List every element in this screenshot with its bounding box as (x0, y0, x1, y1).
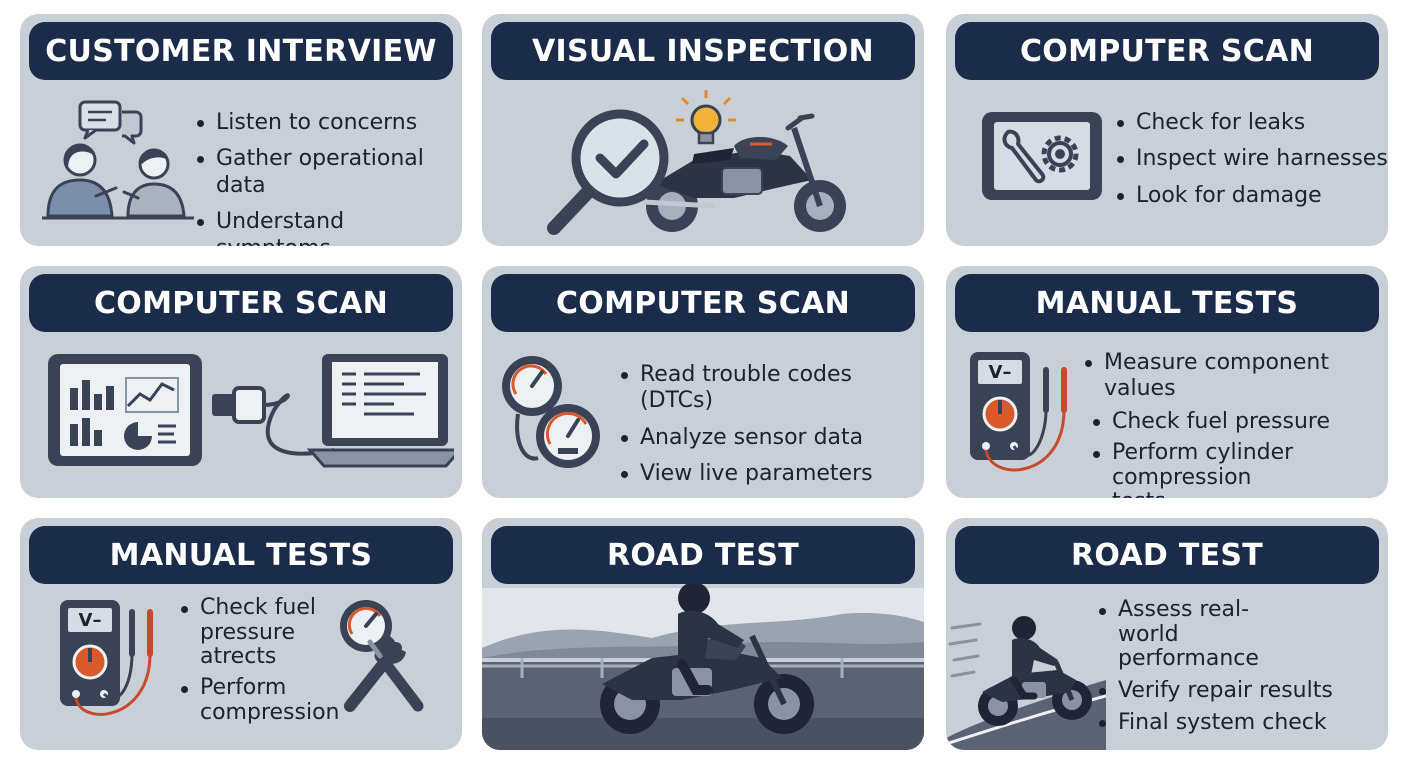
tablet-wrench-gear-icon (978, 108, 1108, 208)
list-item: Analyze sensor data (618, 425, 924, 451)
list-item: Assess real-world performance (1096, 597, 1306, 672)
lightbulb-icon (676, 90, 736, 145)
card-computer-scan-connection: COMPUTER SCAN (20, 266, 462, 498)
card-title: MANUAL TESTS (955, 274, 1379, 332)
card-title: CUSTOMER INTERVIEW (29, 22, 453, 80)
card-road-test-scene: ROAD TEST (482, 518, 924, 750)
card-computer-scan-codes: COMPUTER SCAN Read trouble codes (DTCs) … (482, 266, 924, 498)
list-item: Check for leaks (1114, 110, 1388, 136)
list-item: Measure component values (1082, 350, 1382, 403)
list-item: View live parameters (618, 461, 924, 487)
multimeter-icon: V– (58, 598, 168, 732)
list-item: Look for damage (1114, 183, 1388, 209)
meter-display: V– (988, 361, 1012, 383)
list-item: Gather operational data (194, 146, 462, 199)
bullet-list: Check fuel pressure atrects Perform comp… (178, 595, 340, 731)
card-visual-inspection: VISUAL INSPECTION (482, 14, 924, 246)
list-item: Check fuel pressure atrects (178, 595, 328, 670)
card-title: COMPUTER SCAN (955, 22, 1379, 80)
card-title: COMPUTER SCAN (491, 274, 915, 332)
list-item: Inspect wire harnesses (1114, 146, 1388, 172)
bullet-list: Assess real-world performance Verify rep… (1096, 597, 1356, 743)
list-item: Perform compression (178, 675, 340, 725)
bullet-list: Listen to concerns Gather operational da… (194, 110, 462, 246)
card-road-test-results: ROAD TEST Assess real-world performance … (946, 518, 1388, 750)
list-item: Listen to concerns (194, 110, 462, 136)
magnifier-motorcycle-icon (544, 88, 874, 238)
card-title: ROAD TEST (955, 526, 1379, 584)
bullet-list: Read trouble codes (DTCs) Analyze sensor… (618, 362, 924, 498)
motorcycle-rider-speed-icon (946, 588, 1106, 750)
list-item: Understand symptoms (194, 209, 462, 246)
list-item: Check fuel pressure (1090, 409, 1382, 435)
list-item: Verify repair results (1096, 678, 1356, 704)
multimeter-icon: V– (968, 350, 1078, 484)
pressure-gauges-icon (498, 350, 608, 474)
bullet-list: Check for leaks Inspect wire harnesses L… (1114, 110, 1388, 219)
card-title: COMPUTER SCAN (29, 274, 453, 332)
gauge-wrench-screwdriver-icon (330, 596, 440, 716)
card-computer-scan-checks: COMPUTER SCAN Check for leaks Inspect wi… (946, 14, 1388, 246)
card-customer-interview: CUSTOMER INTERVIEW Listen to concerns Ga… (20, 14, 462, 246)
card-title: MANUAL TESTS (29, 526, 453, 584)
list-item: Read trouble codes (DTCs) (618, 362, 924, 415)
tablet-cable-laptop-icon (44, 350, 454, 474)
two-people-talking-icon (38, 98, 198, 228)
bullet-list: Measure component values Check fuel pres… (1082, 350, 1382, 498)
card-title: VISUAL INSPECTION (491, 22, 915, 80)
card-manual-tests-multimeter: MANUAL TESTS V– Measure component values… (946, 266, 1388, 498)
meter-display: V– (78, 609, 102, 631)
card-title: ROAD TEST (491, 526, 915, 584)
list-item: Final system check (1096, 710, 1356, 736)
list-item: Perform cylinder compression tests (1090, 440, 1310, 498)
card-manual-tests-tools: MANUAL TESTS V– Check fuel pressure atre… (20, 518, 462, 750)
